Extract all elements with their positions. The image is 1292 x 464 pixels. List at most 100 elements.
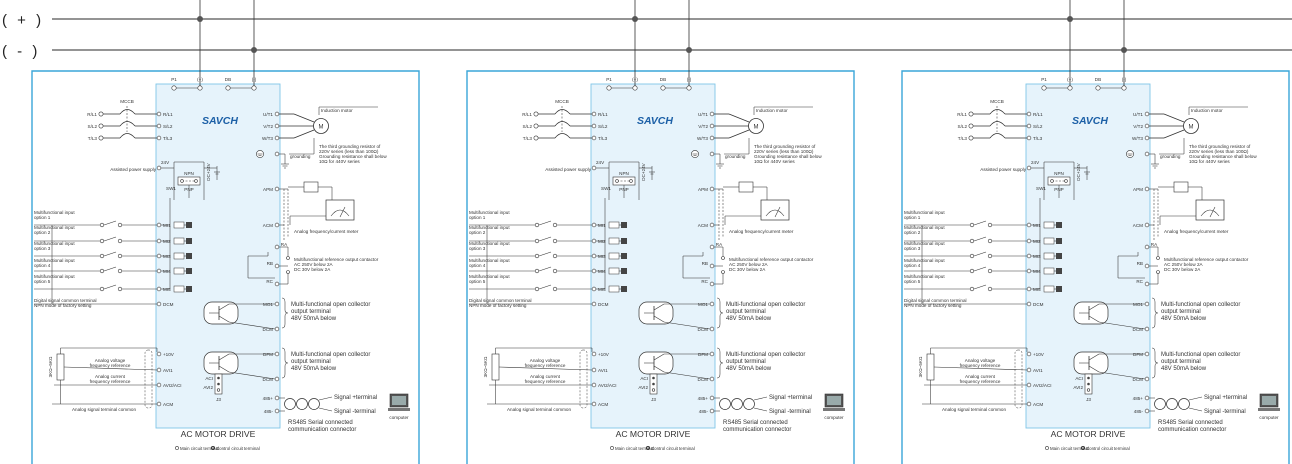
- input-resistor: [173, 285, 185, 293]
- input-terminal: [591, 253, 597, 259]
- input-terminal: [591, 238, 597, 244]
- grounding-note: 220V series (less than 100Ω): [754, 149, 814, 154]
- terminal-rc: RC: [266, 279, 273, 284]
- terminal-acm: ACM: [1033, 402, 1043, 407]
- rs485-label: communication connector: [723, 427, 791, 433]
- relay-label: Multifunctional reference output contact…: [729, 257, 814, 262]
- input-optocoupler: [1056, 222, 1062, 228]
- jumper-aci-label: ACI: [1075, 376, 1083, 381]
- drive-title: AC MOTOR DRIVE: [1051, 429, 1126, 439]
- input-option-label: Multifunctional input: [34, 210, 75, 215]
- motor-symbol: M: [754, 125, 759, 131]
- terminal-mo1: MO1: [263, 302, 273, 307]
- input-optocoupler: [621, 222, 627, 228]
- input-optocoupler: [186, 286, 192, 292]
- terminal-rb: RB: [702, 261, 708, 266]
- input-option-label: Multifunctional input: [34, 258, 75, 263]
- terminal-minus: (-): [687, 77, 692, 82]
- terminal-mi5: MI5: [163, 287, 171, 292]
- input-switch-contact: [987, 268, 993, 274]
- signal-minus-label: Signal -terminal: [1204, 409, 1246, 415]
- dfm-label: output terminal: [1161, 359, 1201, 365]
- input-terminal: [156, 238, 162, 244]
- jumper-avi2-label: AVI2: [638, 385, 648, 390]
- terminal-v: V/T2: [698, 124, 708, 129]
- dc-24v-label: DC+24V: [1076, 162, 1081, 180]
- input-switch-contact: [99, 222, 105, 228]
- potentiometer-label: 3KΩ~5KΩ: [483, 356, 488, 377]
- input-option-label: Multifunctional input: [904, 241, 945, 246]
- input-optocoupler: [1056, 238, 1062, 244]
- mccb-label: MCCB: [555, 99, 569, 104]
- dfm-label: Multi-functional open collector: [291, 352, 370, 358]
- relay-label: DC 30V below 2A: [729, 267, 766, 272]
- dc-24v-label: DC+24V: [206, 162, 211, 180]
- dcm-label: Digital signal common terminal: [34, 298, 97, 303]
- mo1-label: Multi-functional open collector: [726, 302, 805, 308]
- rs485-label: RS485 Serial connected: [288, 420, 353, 426]
- current-ref-label: frequency reference: [960, 379, 1001, 384]
- terminal-r: R/L1: [163, 112, 173, 117]
- terminal-dcm-mo1: DCM: [263, 327, 274, 332]
- input-switch-contact: [117, 238, 123, 244]
- terminal-485-plus: 485+: [1133, 396, 1144, 401]
- relay-label: AC 250V below 2A: [1164, 262, 1203, 267]
- input-switch-contact: [534, 286, 540, 292]
- assisted-power-voltage: 24V: [596, 160, 605, 165]
- computer-label: computer: [824, 415, 844, 420]
- grounding-note: 10Ω for 440V series: [1189, 159, 1230, 164]
- grounding-note: 10Ω for 440V series: [754, 159, 795, 164]
- terminal-485-plus: 485+: [698, 396, 709, 401]
- input-switch-contact: [99, 253, 105, 259]
- current-ref-label: Analog current: [530, 374, 561, 379]
- input-resistor: [173, 221, 185, 229]
- meter-label: Analog frequency/current meter: [1164, 229, 1229, 234]
- input-switch-contact: [117, 253, 123, 259]
- signal-minus-label: Signal -terminal: [334, 409, 376, 415]
- mo1-label: 48V 50mA below: [1161, 316, 1207, 322]
- input-switch-contact: [987, 286, 993, 292]
- dcm-label: NPN mode of factory setting: [904, 303, 962, 308]
- input-r-label: R/L1: [957, 112, 967, 117]
- terminal-485-plus: 485+: [263, 396, 274, 401]
- terminal-u: U/T1: [698, 112, 708, 117]
- voltage-ref-label: Analog voltage: [530, 358, 561, 363]
- input-switch-blade: [103, 266, 117, 272]
- terminal-w: W/T3: [262, 136, 273, 141]
- terminal-dcm-mo1: DCM: [698, 327, 709, 332]
- terminal-dcm: DCM: [1033, 302, 1044, 307]
- terminal-s: S/L2: [598, 124, 608, 129]
- terminal-dcm-mo1: DCM: [1133, 327, 1144, 332]
- input-optocoupler: [1056, 268, 1062, 274]
- input-switch-contact: [987, 222, 993, 228]
- input-resistor: [608, 221, 620, 229]
- relay-label: Multifunctional reference output contact…: [1164, 257, 1249, 262]
- jumper-name-label: J3: [216, 397, 221, 402]
- analog-common-label: Analog signal terminal common: [72, 407, 137, 412]
- dcm-label: NPN mode of factory setting: [34, 303, 92, 308]
- terminal-db: DB: [1095, 77, 1101, 82]
- jumper-aci-label: ACI: [205, 376, 213, 381]
- terminal-ra: RA: [1151, 242, 1158, 247]
- terminal-apm: APM: [1133, 187, 1143, 192]
- input-option-label: Multifunctional input: [904, 274, 945, 279]
- terminal-mi4: MI4: [163, 269, 171, 274]
- rs485-label: RS485 Serial connected: [1158, 420, 1223, 426]
- sw1-label: SW1: [1036, 186, 1046, 191]
- input-option-label: Multifunctional input: [34, 225, 75, 230]
- input-switch-contact: [534, 253, 540, 259]
- jumper-avi2-label: AVI2: [1073, 385, 1083, 390]
- relay-label: AC 250V below 2A: [729, 262, 768, 267]
- terminal-t: T/L3: [1033, 136, 1043, 141]
- voltage-ref-label: Analog voltage: [965, 358, 996, 363]
- dcm-label: Digital signal common terminal: [469, 298, 532, 303]
- assisted-power-label: Assisted power supply: [980, 167, 1026, 172]
- terminal-mi1: MI1: [598, 223, 606, 228]
- terminal-avi2-aci: AVI2/ACI: [598, 383, 617, 388]
- terminal-mi1: MI1: [1033, 223, 1041, 228]
- input-switch-contact: [117, 286, 123, 292]
- dfm-label: 48V 50mA below: [1161, 366, 1207, 372]
- relay-label: DC 30V below 2A: [294, 267, 331, 272]
- input-option-label: Multifunctional input: [469, 225, 510, 230]
